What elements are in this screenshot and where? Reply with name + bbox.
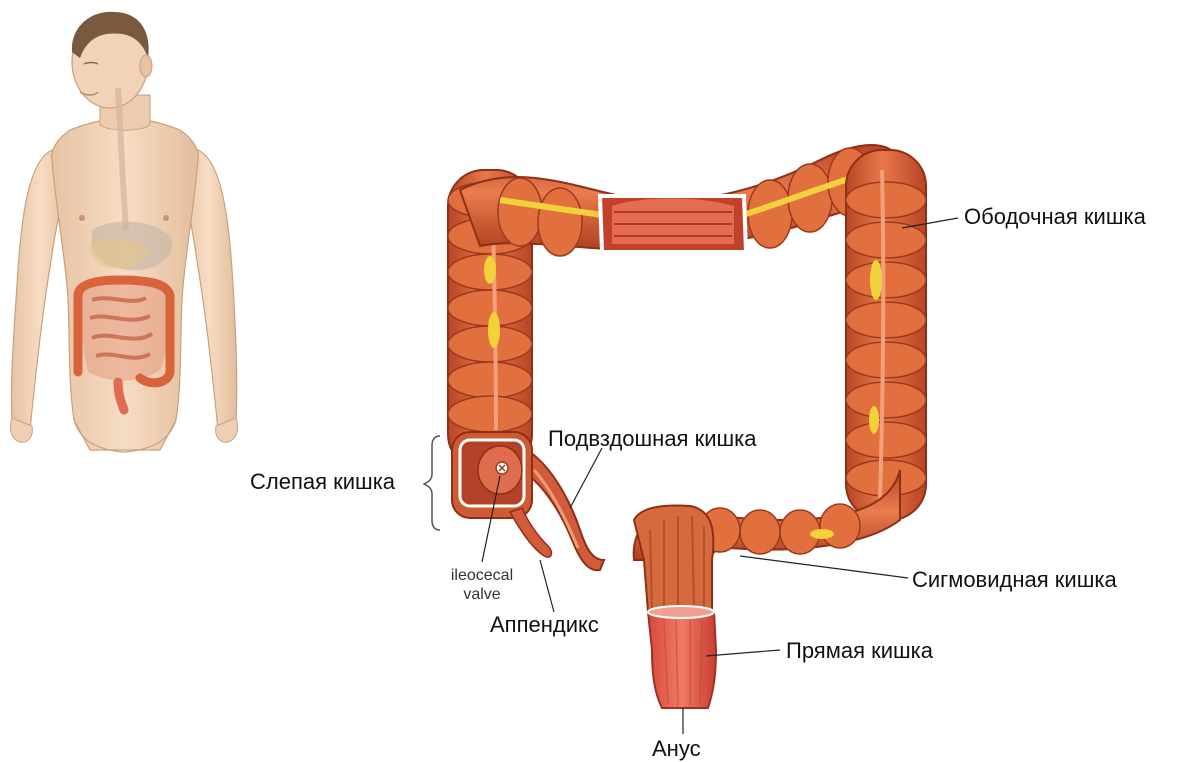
appendix [510,508,551,557]
label-ileocecal-valve: ileocecal valve [438,566,526,604]
ileum-leader [570,448,602,508]
cecum-bracket [424,436,440,530]
label-appendix: Аппендикс [490,614,599,636]
label-valve-line2: valve [438,585,526,604]
label-ileum: Подвздошная кишка [548,428,756,450]
small-intestine-figure [81,283,168,381]
label-colon: Ободочная кишка [964,206,1146,228]
human-figure-illustration [10,12,237,452]
label-cecum: Слепая кишка [250,471,395,493]
rectum [648,612,716,708]
label-rectum: Прямая кишка [786,640,933,662]
appendix-leader [540,560,554,612]
rectum-leader [706,650,780,656]
sigmoid-leader [740,556,908,578]
label-sigmoid: Сигмовидная кишка [912,569,1117,591]
label-valve-line1: ileocecal [438,566,526,585]
label-anus: Анус [652,738,701,760]
